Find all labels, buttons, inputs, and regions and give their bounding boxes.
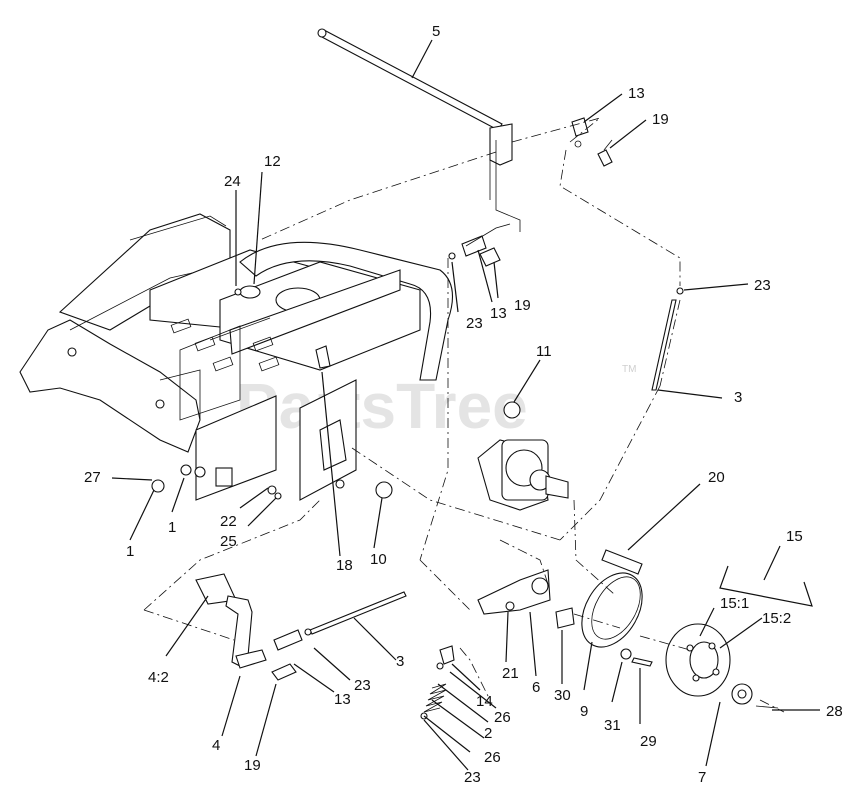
middle-clevis-assembly xyxy=(448,223,511,267)
callout-9: 9 xyxy=(580,703,588,720)
callout-27: 27 xyxy=(84,469,101,486)
callout-15-1: 15:1 xyxy=(720,595,749,612)
part-5-upper-shaft xyxy=(317,28,521,232)
callout-22: 22 xyxy=(220,513,237,530)
brake-spring xyxy=(420,662,447,720)
callout-28: 28 xyxy=(826,703,843,720)
callout-12: 12 xyxy=(264,153,281,170)
callout-1-left: 1 xyxy=(126,543,134,560)
wheel-motor xyxy=(477,439,569,511)
callout-23-right: 23 xyxy=(754,277,771,294)
bolt-29-washer-31 xyxy=(620,648,653,667)
callout-15: 15 xyxy=(786,528,803,545)
callout-15-2: 15:2 xyxy=(762,610,791,627)
part-3-lower-rod xyxy=(304,591,407,636)
wheel-hub xyxy=(665,623,779,709)
frame-chassis xyxy=(19,213,454,501)
callout-31: 31 xyxy=(604,717,621,734)
callout-25: 25 xyxy=(220,533,237,550)
brake-pedal xyxy=(195,573,303,681)
callout-23-bottom: 23 xyxy=(464,769,481,786)
callout-26-lower: 26 xyxy=(484,749,501,766)
callout-19-lower: 19 xyxy=(244,757,261,774)
callout-18: 18 xyxy=(336,557,353,574)
callout-14: 14 xyxy=(476,693,493,710)
callout-20: 20 xyxy=(708,469,725,486)
part-3-upper-rod xyxy=(651,287,684,391)
brake-band xyxy=(581,572,643,648)
spacer-bushings xyxy=(375,401,521,499)
callout-13-middle: 13 xyxy=(490,305,507,322)
pin-20 xyxy=(601,549,643,575)
callout-3-upper: 3 xyxy=(734,389,742,406)
upper-clevis-assembly xyxy=(571,117,613,167)
callout-19-upper: 19 xyxy=(652,111,669,128)
callout-19-middle: 19 xyxy=(514,297,531,314)
callout-2: 2 xyxy=(484,725,492,742)
callout-4-2: 4:2 xyxy=(148,669,169,686)
watermark-text: PartsTree xyxy=(236,370,528,442)
callout-4: 4 xyxy=(212,737,220,754)
callout-6: 6 xyxy=(532,679,540,696)
callout-29: 29 xyxy=(640,733,657,750)
watermark-trademark: TM xyxy=(622,364,636,375)
callout-3-lower: 3 xyxy=(396,653,404,670)
callout-21: 21 xyxy=(502,665,519,682)
leader-lines xyxy=(111,39,820,771)
callout-10: 10 xyxy=(370,551,387,568)
callout-24: 24 xyxy=(224,173,241,190)
callout-11: 11 xyxy=(536,343,552,360)
callout-13-upper: 13 xyxy=(628,85,645,102)
callout-30: 30 xyxy=(554,687,571,704)
callout-13-lower: 13 xyxy=(334,691,351,708)
alignment-lines xyxy=(143,117,785,713)
callout-7: 7 xyxy=(698,769,706,786)
callout-labels: 5 13 19 12 24 23 13 19 23 11 3 20 15 15:… xyxy=(84,23,843,786)
callout-1-right: 1 xyxy=(168,519,176,536)
callout-5: 5 xyxy=(432,23,440,40)
callout-23-middle: 23 xyxy=(466,315,483,332)
callout-23-lower: 23 xyxy=(354,677,371,694)
callout-26-upper: 26 xyxy=(494,709,511,726)
brake-lever-assembly xyxy=(439,569,575,665)
